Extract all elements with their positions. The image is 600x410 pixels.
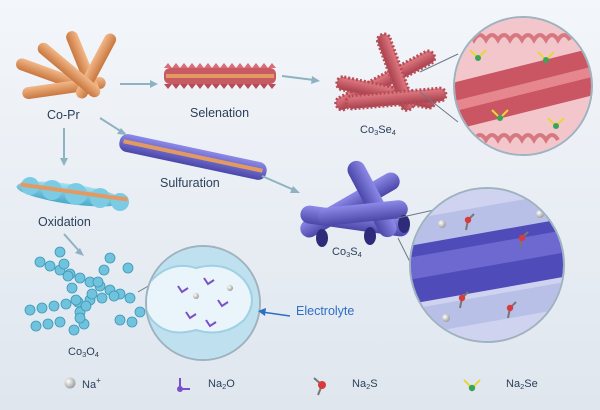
na2se-icon <box>463 379 481 392</box>
label-oxide: Co3O4 <box>68 346 99 359</box>
label-sulfuration: Sulfuration <box>160 176 220 190</box>
label-sulfide: Co3S4 <box>332 246 362 259</box>
label-selenide: Co3Se4 <box>360 124 396 137</box>
legend-na2s: Na2S <box>352 378 378 391</box>
sulfide-tubes <box>300 160 410 247</box>
sulfuration-rod <box>119 134 267 180</box>
electrolyte-arrow <box>261 311 291 317</box>
oxide-network <box>24 246 146 336</box>
label-electrolyte: Electrolyte <box>296 304 355 318</box>
na-ion-icon <box>64 377 76 389</box>
label-precursor: Co-Pr <box>47 108 80 122</box>
legend-na2o: Na2O <box>208 378 235 391</box>
legend-na-ion: Na+ <box>82 376 101 391</box>
legend-icons <box>64 377 481 396</box>
selenide-rods <box>334 32 448 112</box>
label-selenation: Selenation <box>190 106 250 120</box>
na2s-icon <box>313 377 326 396</box>
label-oxidation: Oxidation <box>38 215 91 229</box>
oxidation-rod <box>16 177 129 211</box>
precursor-rods <box>16 31 117 100</box>
process-arrows <box>60 75 320 256</box>
na2o-icon <box>177 378 190 392</box>
legend-na2se: Na2Se <box>506 378 538 391</box>
selenation-rod <box>164 63 276 89</box>
oxide-zoom <box>137 245 261 361</box>
selenide-zoom <box>419 16 593 156</box>
sulfide-zoom <box>397 187 565 343</box>
